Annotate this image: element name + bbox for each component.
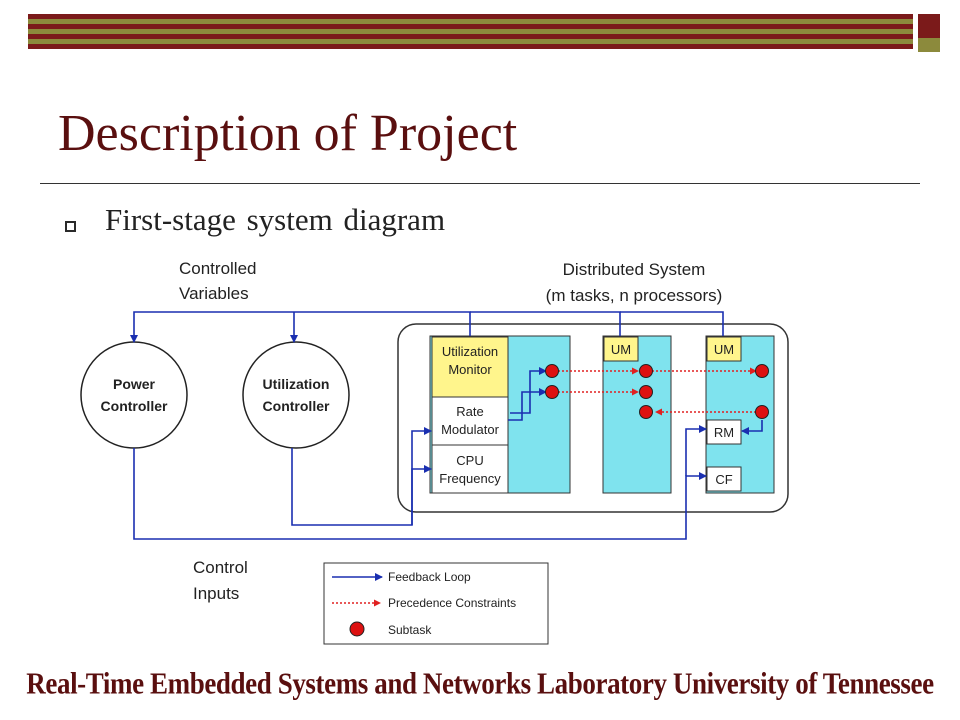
- um-label-2: UM: [714, 342, 734, 357]
- feedback-lines-top: [130, 311, 724, 343]
- stripe: [28, 44, 913, 49]
- rate-modulator-label: Modulator: [441, 422, 499, 437]
- stripe: [28, 29, 913, 34]
- title-rule: [40, 183, 920, 184]
- control-inputs-label: Inputs: [193, 584, 239, 603]
- bullet-square-icon: [65, 221, 76, 232]
- slide-title: Description of Project: [58, 105, 518, 162]
- power-controller-label: Controller: [101, 398, 168, 414]
- power-controller: [80, 341, 188, 449]
- rate-modulator-box: [431, 396, 509, 446]
- subtasks: [545, 364, 769, 419]
- bullet-text: First-stage system diagram: [105, 202, 446, 237]
- stripe: [28, 14, 913, 19]
- corner-block: [918, 38, 940, 52]
- utilization-monitor-box: [431, 336, 509, 398]
- footer-text: Real-Time Embedded Systems and Networks …: [26, 665, 934, 701]
- distributed-system-label: (m tasks, n processors): [546, 286, 723, 305]
- rate-modulator-label: Rate: [456, 404, 483, 419]
- cf-box: [706, 466, 742, 492]
- um-box-1: [603, 336, 639, 362]
- stripe: [28, 24, 913, 29]
- utilization-monitor-label: Utilization: [442, 344, 498, 359]
- cpu-frequency-label: CPU: [456, 453, 483, 468]
- legend-subtask-label: Subtask: [388, 623, 432, 637]
- internal-feedback-arrows: [508, 367, 763, 435]
- utilization-controller-label: Controller: [263, 398, 330, 414]
- stripe: [28, 19, 913, 24]
- legend-precedence-label: Precedence Constraints: [388, 596, 516, 610]
- header-stripes: [28, 14, 913, 50]
- power-controller-label: Power: [113, 376, 156, 392]
- stripe: [28, 39, 913, 44]
- legend-subtask-icon: [349, 621, 365, 637]
- distributed-system-outline: [397, 323, 789, 513]
- distributed-system-label: Distributed System: [563, 260, 706, 279]
- corner-block: [918, 14, 940, 38]
- controlled-variables-label: Controlled: [179, 259, 257, 278]
- rm-box: [706, 419, 742, 445]
- utilization-controller-label: Utilization: [263, 376, 330, 392]
- precedence-arrows: [558, 367, 757, 416]
- cpu-frequency-box: [431, 444, 509, 494]
- cf-label: CF: [715, 472, 732, 487]
- legend-feedback-label: Feedback Loop: [388, 570, 471, 584]
- um-box-2: [706, 336, 742, 362]
- um-label-1: UM: [611, 342, 631, 357]
- control-inputs-label: Control: [193, 558, 248, 577]
- cpu-frequency-label: Frequency: [439, 471, 501, 486]
- controlled-variables-label: Variables: [179, 284, 249, 303]
- stripe: [28, 34, 913, 39]
- control-input-lines: [133, 425, 707, 540]
- utilization-controller: [242, 341, 350, 449]
- rm-label: RM: [714, 425, 734, 440]
- utilization-monitor-label: Monitor: [448, 362, 492, 377]
